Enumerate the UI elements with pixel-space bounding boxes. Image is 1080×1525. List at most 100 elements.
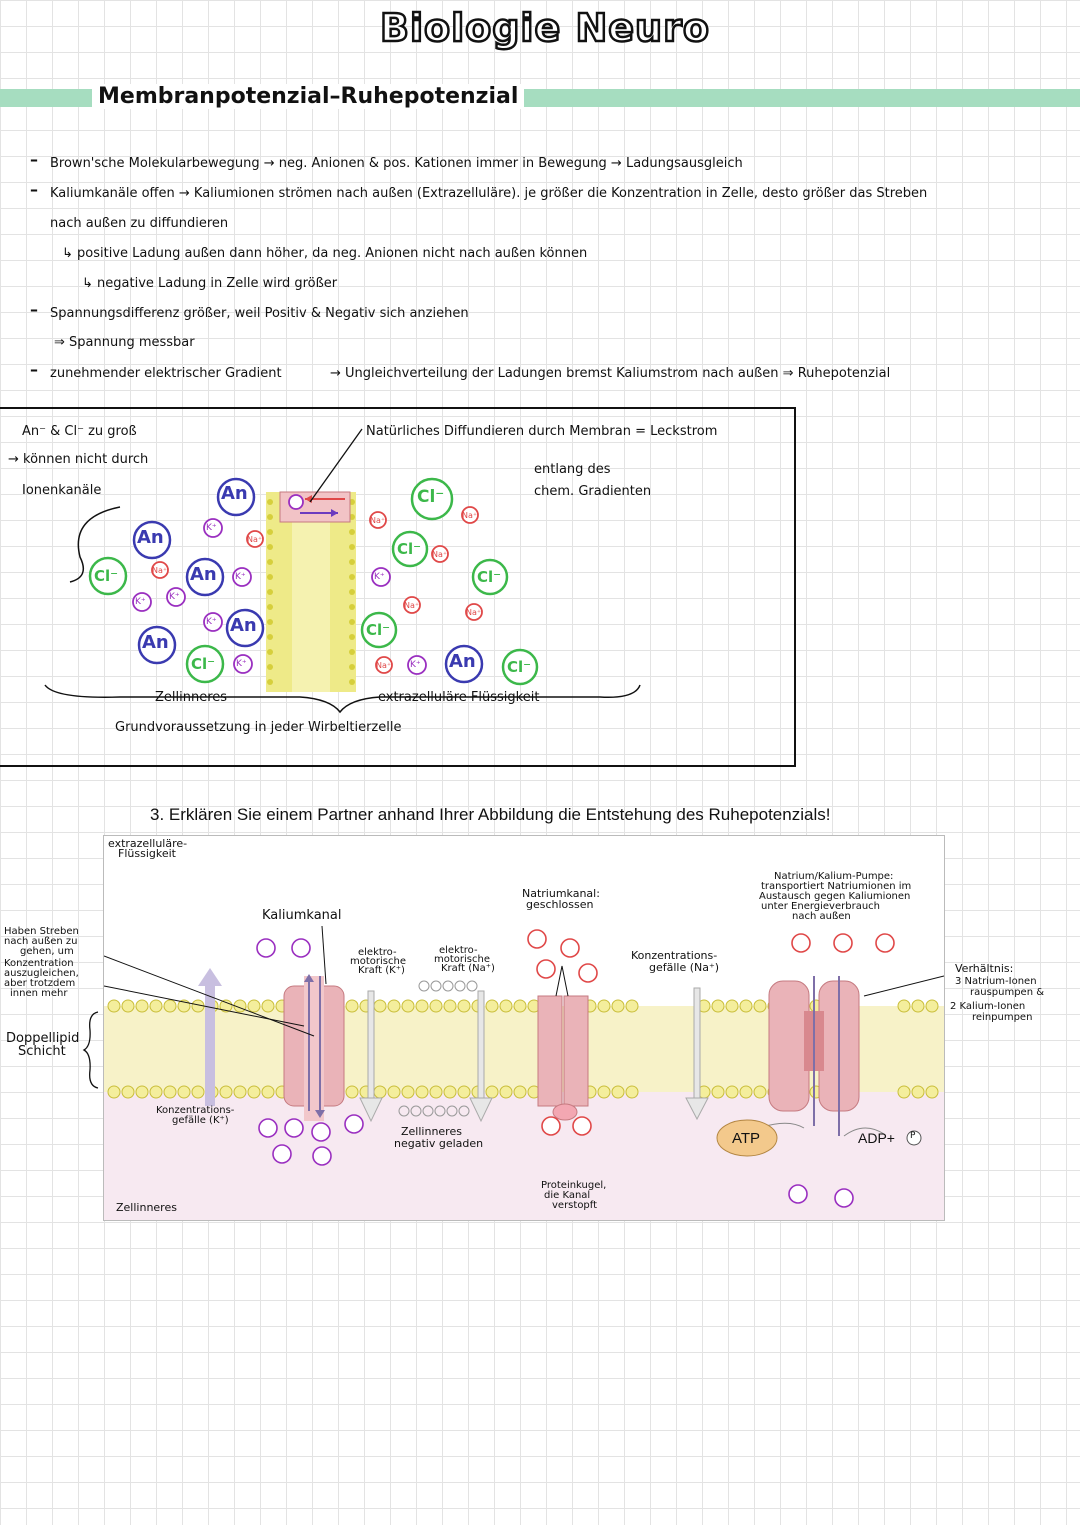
ion-label-k: K⁺ bbox=[206, 523, 217, 533]
ion-chloride bbox=[410, 477, 454, 521]
label-pump-3: Austausch gegen Kaliumionen bbox=[759, 891, 911, 902]
label-plug-2: die Kanal bbox=[544, 1190, 591, 1201]
label-leak-current: Natürliches Diffundieren durch Membran =… bbox=[366, 424, 718, 439]
ion-label-k: K⁺ bbox=[169, 592, 180, 602]
ion-label-k: K⁺ bbox=[135, 597, 146, 607]
ion-label-na: Na⁺ bbox=[370, 516, 386, 525]
ratio-note-4: 2 Kalium-Ionen bbox=[950, 1001, 1026, 1012]
ion-label-cl: Cl⁻ bbox=[397, 540, 422, 558]
ion-anion bbox=[185, 557, 225, 597]
ion-anion bbox=[137, 625, 177, 665]
ion-chloride bbox=[360, 611, 398, 649]
side-note-7: innen mehr bbox=[10, 988, 68, 999]
label-plug-3: verstopft bbox=[552, 1200, 598, 1211]
label-cell-interior: Zellinneres bbox=[116, 1201, 177, 1214]
sodium-channel bbox=[537, 965, 589, 1121]
bullet-dash: – bbox=[30, 360, 38, 379]
label-basic-requirement: Grundvoraussetzung in jeder Wirbeltierze… bbox=[115, 720, 402, 735]
label-emk-na-1: elektro- bbox=[439, 945, 478, 956]
ion-label-k: K⁺ bbox=[235, 572, 246, 582]
label-gradient-k-1: Konzentrations- bbox=[156, 1105, 235, 1116]
concentration-gradient-arrow-k bbox=[198, 968, 222, 1106]
ion-label-an: An bbox=[230, 615, 257, 636]
note-negative-inside: ↳ negative Ladung in Zelle wird größer bbox=[82, 276, 338, 291]
ion-label-na: Na⁺ bbox=[466, 608, 482, 617]
label-bilayer-1: Doppellipid bbox=[6, 1031, 80, 1046]
ion-label-cl: Cl⁻ bbox=[191, 655, 216, 673]
lipid-membrane bbox=[266, 428, 363, 692]
note-voltage-measurable: ⇒ Spannung messbar bbox=[54, 335, 195, 350]
ion-chloride bbox=[88, 556, 128, 596]
ion-label-an: An bbox=[221, 483, 248, 504]
potassium-channel bbox=[283, 974, 345, 1121]
panel-ion-circles bbox=[256, 929, 922, 1208]
sodium-potassium-pump bbox=[743, 976, 885, 1137]
side-note-5: auszugleichen, bbox=[4, 968, 79, 979]
label-potassium-channel: Kaliumkanal bbox=[262, 908, 342, 923]
ion-label-na: Na⁺ bbox=[376, 661, 392, 670]
label-gradient-na-2: gefälle (Na⁺) bbox=[649, 961, 720, 974]
ion-chloride bbox=[471, 558, 509, 596]
note-diffuse: nach außen zu diffundieren bbox=[50, 216, 229, 231]
label-pump-1: Natrium/Kalium-Pumpe: bbox=[774, 871, 894, 882]
ion-label-cl: Cl⁻ bbox=[417, 487, 445, 507]
label-along-gradient: entlang des bbox=[534, 462, 611, 477]
diagram-leak-current-box bbox=[0, 407, 796, 767]
ion-label-an: An bbox=[190, 564, 217, 585]
note-voltage-difference: Spannungsdifferenz größer, weil Positiv … bbox=[50, 306, 469, 321]
label-emk-na-2: motorische bbox=[434, 954, 490, 965]
header-bar-right bbox=[500, 89, 1080, 107]
diagram-resting-potential: extrazelluläre- Flüssigkeit Kaliumkanal … bbox=[103, 835, 945, 1221]
ion-anion bbox=[444, 644, 484, 684]
label-anions-too-big: An⁻ & Cl⁻ zu groß bbox=[22, 424, 137, 439]
note-resting-potential: → Ungleichverteilung der Ladungen bremst… bbox=[330, 366, 891, 381]
ion-anion bbox=[216, 477, 256, 517]
bullet-dash: – bbox=[30, 150, 38, 169]
label-extracellular-2: Flüssigkeit bbox=[118, 847, 176, 860]
label-ion-channels: Ionenkanäle bbox=[22, 483, 102, 498]
ion-label-k: K⁺ bbox=[374, 572, 385, 582]
label-cannot-pass: → können nicht durch bbox=[8, 452, 149, 467]
ion-label-cl: Cl⁻ bbox=[94, 567, 119, 585]
label-interior-negative-1: Zellinneres bbox=[401, 1125, 462, 1138]
label-emk-k-3: Kraft (K⁺) bbox=[358, 965, 405, 976]
note-electric-gradient: zunehmender elektrischer Gradient bbox=[50, 366, 282, 381]
side-note-1: Haben Streben bbox=[4, 926, 79, 937]
ratio-note-5: reinpumpen bbox=[972, 1012, 1033, 1023]
ion-label-cl: Cl⁻ bbox=[366, 621, 391, 639]
section-title: Membranpotenzial–Ruhepotenzial bbox=[92, 84, 525, 109]
label-emk-k-1: elektro- bbox=[358, 947, 397, 958]
label-gradient-k-2: gefälle (K⁺) bbox=[172, 1115, 229, 1126]
ion-label-k: K⁺ bbox=[206, 617, 217, 627]
diagram1-graphics bbox=[44, 428, 641, 714]
header-bar-left bbox=[0, 89, 92, 107]
label-emk-na-3: Kraft (Na⁺) bbox=[441, 963, 495, 974]
label-pump-2: transportiert Natriumionen im bbox=[761, 881, 912, 892]
label-pump-5: nach außen bbox=[792, 911, 851, 922]
ion-label-an: An bbox=[137, 527, 164, 548]
side-note-4: Konzentration bbox=[4, 958, 74, 969]
ratio-note-3: rauspumpen & bbox=[970, 987, 1045, 998]
ion-anion bbox=[132, 520, 172, 560]
note-potassium-channels: Kaliumkanäle offen → Kaliumionen strömen… bbox=[50, 186, 928, 201]
ion-label-na: Na⁺ bbox=[152, 566, 168, 575]
phosphate-label: P bbox=[910, 1131, 916, 1141]
note-positive-outside: ↳ positive Ladung außen dann höher, da n… bbox=[62, 246, 588, 261]
label-emk-k-2: motorische bbox=[350, 956, 406, 967]
label-bilayer-2: Schicht bbox=[18, 1044, 66, 1059]
label-extracellular-1: extrazelluläre- bbox=[108, 837, 188, 850]
ion-label-na: Na⁺ bbox=[462, 511, 478, 520]
label-interior-negative-2: negativ geladen bbox=[394, 1137, 484, 1150]
label-gradient-na-1: Konzentrations- bbox=[631, 949, 718, 962]
page-title: Biologie Neuro bbox=[379, 5, 710, 52]
ion-label-cl: Cl⁻ bbox=[507, 658, 532, 676]
side-note-3: gehen, um bbox=[20, 946, 74, 957]
bullet-dash: – bbox=[30, 180, 38, 199]
ion-anion bbox=[225, 608, 265, 648]
adp-label: ADP+ bbox=[858, 1130, 895, 1146]
ion-chloride bbox=[501, 648, 539, 686]
ion-chloride bbox=[185, 644, 225, 684]
membrane-graphics bbox=[104, 925, 944, 1137]
ion-label-na: Na⁺ bbox=[247, 535, 263, 544]
atp-molecule: ATP bbox=[732, 1130, 761, 1147]
